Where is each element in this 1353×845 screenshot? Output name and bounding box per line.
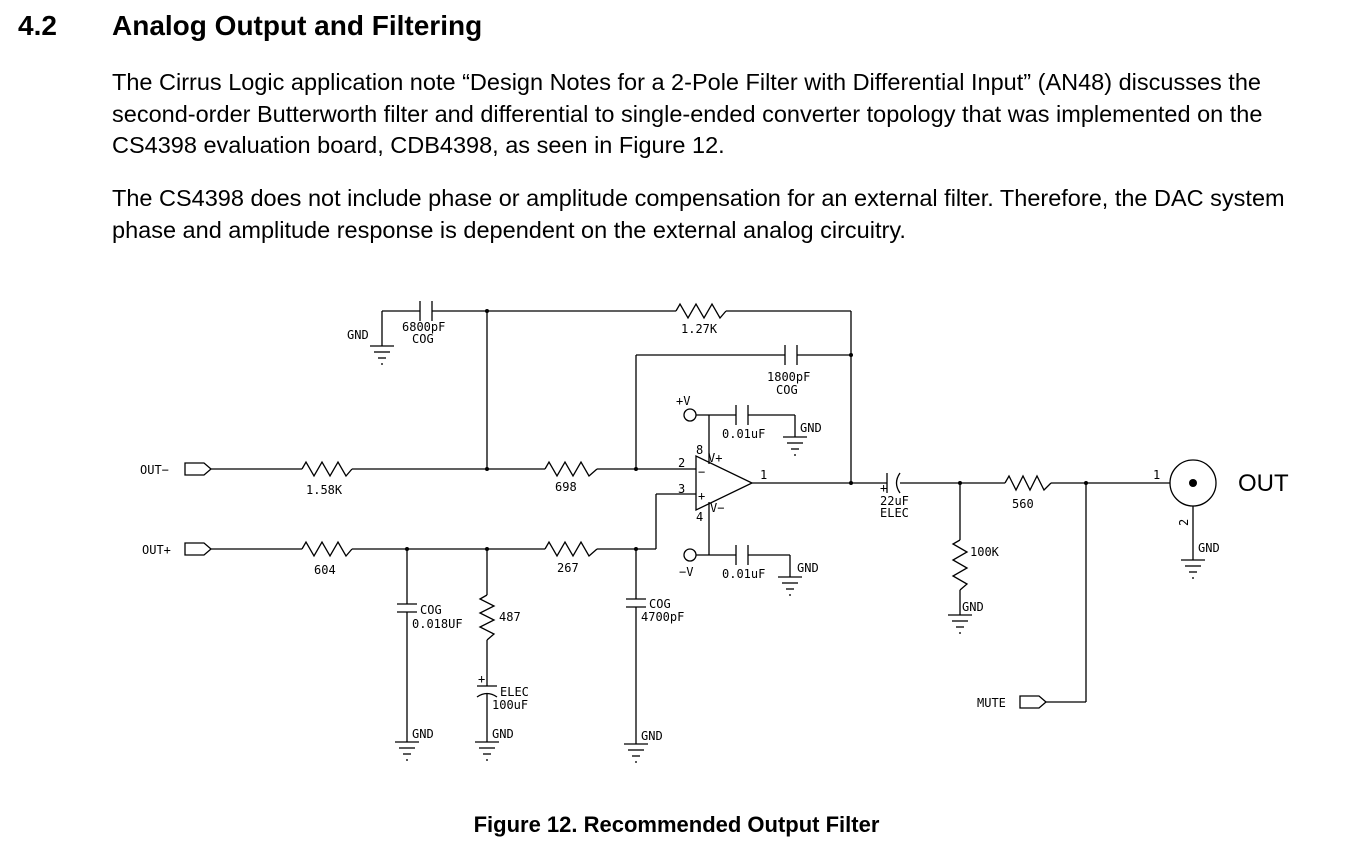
capacitor-100uf-polarity: + (478, 672, 485, 686)
capacitor-1800pf (784, 345, 798, 365)
op-amp (695, 454, 754, 512)
resistor-560 (1004, 474, 1052, 492)
out-minus-label: OUT− (140, 463, 169, 477)
resistor-267 (544, 540, 598, 558)
resistor-267-label: 267 (557, 561, 579, 575)
op-amp-pin-3: 3 (678, 482, 685, 496)
resistor-560-label: 560 (1012, 497, 1034, 511)
op-amp-noninverting: + (698, 489, 705, 503)
op-amp-inverting: − (698, 465, 705, 479)
gnd-label-100k: GND (962, 600, 984, 614)
capacitor-100uf-type: ELEC (500, 685, 529, 699)
capacitor-100uf-value: 100uF (492, 698, 528, 712)
capacitor-0-018uf-value: 0.018UF (412, 617, 463, 631)
capacitor-bypass-bottom-label: 0.01uF (722, 567, 765, 581)
capacitor-1800pf-type: COG (776, 383, 798, 397)
section-title: Analog Output and Filtering (112, 10, 483, 41)
paragraph-compensation-note: The CS4398 does not include phase or amp… (112, 185, 1285, 243)
gnd-label-bypass-bottom: GND (797, 561, 819, 575)
junction-dots (405, 309, 1088, 551)
capacitor-bypass-top-label: 0.01uF (722, 427, 765, 441)
out-minus-port (184, 462, 212, 476)
gnd-label-4700pf: GND (641, 729, 663, 743)
op-amp-vplus: V+ (708, 451, 722, 465)
supply-positive-label: +V (676, 394, 690, 408)
capacitor-6800pf-type: COG (412, 332, 434, 346)
gnd-label-bypass-top: GND (800, 421, 822, 435)
mute-label: MUTE (977, 696, 1006, 710)
capacitor-22uf-polarity: + (880, 481, 887, 495)
supply-negative-terminal (683, 548, 697, 562)
resistor-1-27k (675, 302, 727, 320)
capacitor-22uf-value: 22uF (880, 494, 909, 508)
resistor-1-58k (301, 460, 353, 478)
capacitor-22uf-elec (886, 472, 901, 494)
resistor-698 (544, 460, 598, 478)
gnd-label-connector: GND (1198, 541, 1220, 555)
resistor-100k-label: 100K (970, 545, 1000, 559)
resistor-487 (478, 594, 496, 641)
supply-positive-terminal (683, 408, 697, 422)
capacitor-4700pf-type: COG (649, 597, 671, 611)
capacitor-1800pf-value: 1800pF (767, 370, 810, 384)
figure-caption: Figure 12. Recommended Output Filter (473, 812, 880, 837)
supply-negative-label: −V (679, 565, 693, 579)
resistor-1-27k-label: 1.27K (681, 322, 718, 336)
out-label: OUT (1238, 470, 1289, 497)
out-plus-port (184, 542, 212, 556)
mute-port (1019, 695, 1047, 709)
resistor-487-label: 487 (499, 610, 521, 624)
gnd-label-100uf: GND (492, 727, 514, 741)
output-connector (1169, 459, 1217, 507)
capacitor-0-018uf (397, 603, 417, 613)
gnd-label-6800pf: GND (347, 328, 369, 342)
capacitor-bypass-bottom (735, 545, 749, 565)
op-amp-pin-1: 1 (760, 468, 767, 482)
op-amp-pin-4: 4 (696, 510, 703, 524)
out-plus-label: OUT+ (142, 543, 171, 557)
capacitor-22uf-type: ELEC (880, 506, 909, 520)
capacitor-6800pf-value: 6800pF (402, 320, 445, 334)
resistor-1-58k-label: 1.58K (306, 483, 343, 497)
paragraph-an48-description: The Cirrus Logic application note “Desig… (112, 69, 1263, 158)
capacitor-4700pf-value: 4700pF (641, 610, 684, 624)
gnd-label-0-018uf: GND (412, 727, 434, 741)
op-amp-vminus: V− (710, 501, 724, 515)
capacitor-6800pf (419, 301, 433, 321)
op-amp-pin-8: 8 (696, 443, 703, 457)
op-amp-pin-2: 2 (678, 456, 685, 470)
schematic-wires (211, 310, 1194, 744)
capacitor-4700pf (626, 598, 646, 608)
section-number: 4.2 (18, 10, 57, 41)
resistor-698-label: 698 (555, 480, 577, 494)
resistor-100k (951, 539, 969, 591)
capacitor-bypass-top (735, 405, 749, 425)
ground-symbols (370, 345, 1205, 763)
capacitor-100uf-elec (476, 685, 498, 698)
capacitor-0-018uf-type: COG (420, 603, 442, 617)
connector-pin-1: 1 (1153, 468, 1160, 482)
connector-pin-2: 2 (1177, 519, 1191, 526)
resistor-604-label: 604 (314, 563, 336, 577)
resistor-604 (301, 540, 353, 558)
